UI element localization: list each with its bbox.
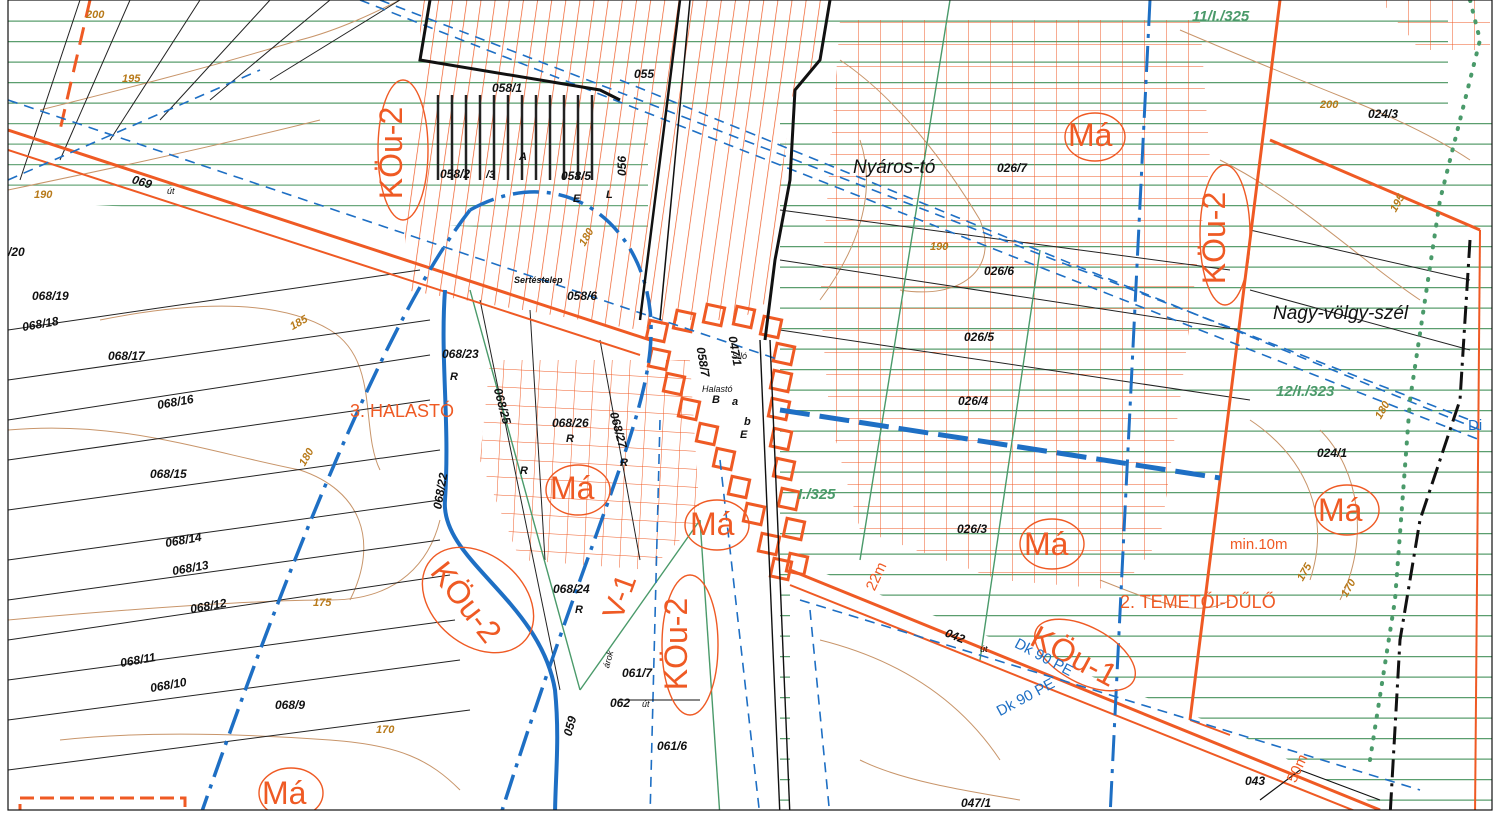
zone-ma-2: Má <box>550 470 595 506</box>
label-ut-3: út <box>980 644 988 654</box>
grid-area-center <box>480 360 700 570</box>
place-nagy-volgy-szel: Nagy-völgy-szél <box>1273 303 1409 324</box>
black-roads <box>418 0 1472 810</box>
parcel-068-9: 068/9 <box>275 698 306 712</box>
parcel-068-23: 068/23 <box>442 347 479 361</box>
parcel-058-6: 058/6 <box>567 289 598 303</box>
contour-190b: 190 <box>930 241 949 253</box>
parcel-043: 043 <box>1245 774 1266 788</box>
parcel-058-1: 058/1 <box>492 81 523 95</box>
parcel-068-26: 068/26 <box>552 416 589 430</box>
parcel-20: /20 <box>8 245 25 259</box>
label-a-1: A <box>519 151 527 163</box>
label-slash-3: /3 <box>486 169 496 181</box>
label-r-2: R <box>520 465 528 477</box>
green-code-12: 12/I./323 <box>1276 383 1335 400</box>
label-e-2: E <box>740 429 748 441</box>
grid-area-right <box>820 20 1210 590</box>
parcel-026-3: 026/3 <box>957 522 988 536</box>
parcel-026-7: 026/7 <box>997 161 1028 175</box>
parcel-024-3: 024/3 <box>1368 107 1399 121</box>
blue-dashed-lines <box>8 0 1481 810</box>
parcel-068-15: 068/15 <box>150 467 187 481</box>
label-sertestelep: Sertéstelep <box>514 275 563 285</box>
zone-kou2-1: KÖu-2 <box>373 106 410 200</box>
zone-kou2-3: KÖu-2 <box>658 597 695 691</box>
contour-175a: 175 <box>313 597 332 609</box>
label-a-2: a <box>732 396 739 408</box>
parcel-047-1: 047/1 <box>961 796 992 810</box>
blue-label-di: Di <box>1468 417 1483 434</box>
white-area-lower-left <box>8 200 700 810</box>
parcel-068-17: 068/17 <box>108 349 145 363</box>
zone-ma-3: Má <box>690 506 735 542</box>
parcel-068-24: 068/24 <box>553 582 590 596</box>
label-r-5: R <box>450 371 458 383</box>
blue-dash-dot-lines <box>200 0 1221 810</box>
parcel-068-19: 068/19 <box>32 289 69 303</box>
parcel-062: 062 <box>610 696 631 710</box>
zone-circles <box>258 79 1380 810</box>
green-lines <box>469 0 1041 810</box>
parcel-061-6: 061/6 <box>657 739 688 753</box>
parcel-024-1: 024/1 <box>1317 446 1348 460</box>
parcel-056: 056 <box>615 155 630 177</box>
zone-ma-6: Má <box>262 775 307 811</box>
contour-190a: 190 <box>34 189 53 201</box>
contour-195a: 195 <box>122 73 141 85</box>
label-r-1: R <box>566 433 574 445</box>
green-code-mid: I./325 <box>798 486 836 503</box>
label-ut-1: út <box>167 186 175 196</box>
zone-ma-5: Má <box>1318 492 1363 528</box>
label-r-3: R <box>620 457 628 469</box>
zone-kou2-2: KÖu-2 <box>1196 191 1233 285</box>
label-r-4: R <box>575 604 583 616</box>
label-ut-2: út <box>642 699 650 709</box>
map-frame <box>7 0 1493 811</box>
contour-200a: 200 <box>86 9 105 21</box>
parcel-026-4: 026/4 <box>958 394 989 408</box>
contour-170a: 170 <box>376 724 395 736</box>
green-dotted-line <box>1368 0 1483 762</box>
white-area-lower-mid <box>790 560 1387 810</box>
parcel-061-7: 061/7 <box>622 666 653 680</box>
zone-ma-1: Má <box>1068 117 1113 153</box>
label-halasto: Halastó <box>702 384 733 394</box>
place-nyaros-to: Nyáros-tó <box>853 157 936 178</box>
parcel-026-6: 026/6 <box>984 264 1015 278</box>
area-halasto: 3. HALASTÓ <box>350 401 455 421</box>
area-temetoi-dulo: 2. TEMETŐI-DŰLŐ <box>1120 592 1276 612</box>
grid-area-top-right <box>1380 0 1490 50</box>
hatched-area <box>405 0 830 330</box>
label-b-2: B <box>712 394 720 406</box>
parcel-055: 055 <box>634 67 655 81</box>
parcel-026-5: 026/5 <box>964 330 995 344</box>
label-b-1: b <box>744 416 751 428</box>
black-hatch-block <box>436 95 594 180</box>
orange-roads <box>8 0 1481 810</box>
label-e-1: E <box>573 193 581 205</box>
green-code-11: 11/I./325 <box>1192 8 1250 25</box>
parcel-058-5: 058/5 <box>561 169 592 183</box>
measure-min10m: min.10m <box>1230 536 1288 553</box>
parcel-058-2: 058/2 <box>440 167 471 181</box>
contour-200b: 200 <box>1320 99 1339 111</box>
contour-lines <box>8 0 1471 801</box>
label-silo: Siló <box>732 351 748 361</box>
zone-ma-4: Má <box>1024 526 1069 562</box>
bottom-left-box <box>18 796 187 810</box>
label-l-1: L <box>606 189 613 201</box>
